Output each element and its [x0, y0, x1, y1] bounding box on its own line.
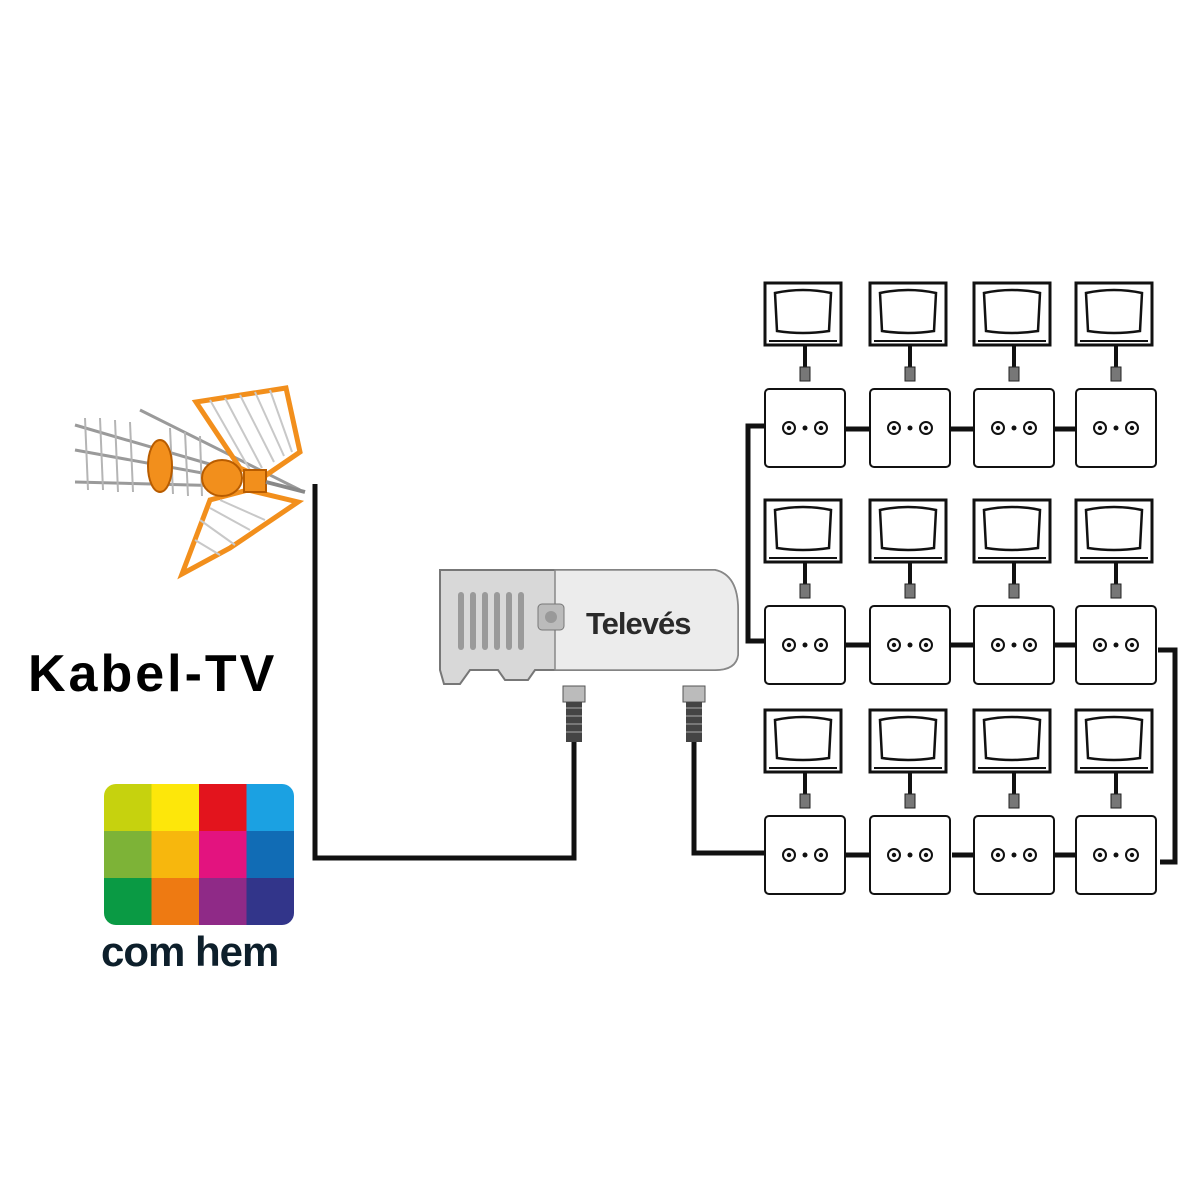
- amplifier-connectors: [562, 685, 706, 742]
- tv-set-icon: [972, 708, 1052, 809]
- tv-set-icon: [763, 708, 843, 809]
- wall-outlet-icon: [973, 605, 1055, 685]
- wall-outlet-icon: [869, 388, 951, 468]
- wall-outlet-icon: [764, 388, 846, 468]
- wall-outlet-icon: [973, 815, 1055, 895]
- cable-row-links: [845, 426, 1081, 858]
- tv-set-icon: [763, 281, 843, 382]
- tv-set-icon: [1074, 708, 1154, 809]
- cable-lines: [312, 423, 1178, 865]
- amplifier-brand-label: Televés: [586, 606, 690, 641]
- tv-set-icon: [972, 498, 1052, 599]
- tv-set-icon: [763, 498, 843, 599]
- wall-outlet-icon: [764, 605, 846, 685]
- cable-amplifier-to-bottom-row: [691, 740, 768, 856]
- cable-middle-to-bottom-row: [1158, 647, 1178, 865]
- provider-logo-icon: [104, 784, 294, 925]
- cable-top-to-middle-row: [745, 423, 768, 644]
- wall-outlet-icon: [1075, 388, 1157, 468]
- tv-set-icon: [1074, 498, 1154, 599]
- wall-outlet-icon: [1075, 605, 1157, 685]
- antenna-icon: [74, 385, 306, 580]
- wall-outlet-icon: [764, 815, 846, 895]
- provider-name-label: com hem: [101, 928, 279, 975]
- tv-set-icon: [868, 281, 948, 382]
- tv-set-icon: [972, 281, 1052, 382]
- tv-outlet-grid: [763, 281, 1157, 895]
- cable-antenna-to-amplifier: [312, 484, 577, 861]
- wall-outlet-icon: [869, 815, 951, 895]
- tv-set-icon: [1074, 281, 1154, 382]
- tv-set-icon: [868, 498, 948, 599]
- wall-outlet-icon: [1075, 815, 1157, 895]
- tv-set-icon: [868, 708, 948, 809]
- amplifier-device: Televés: [439, 569, 739, 742]
- wall-outlet-icon: [973, 388, 1055, 468]
- wall-outlet-icon: [869, 605, 951, 685]
- kabel-tv-label: Kabel-TV: [28, 645, 278, 703]
